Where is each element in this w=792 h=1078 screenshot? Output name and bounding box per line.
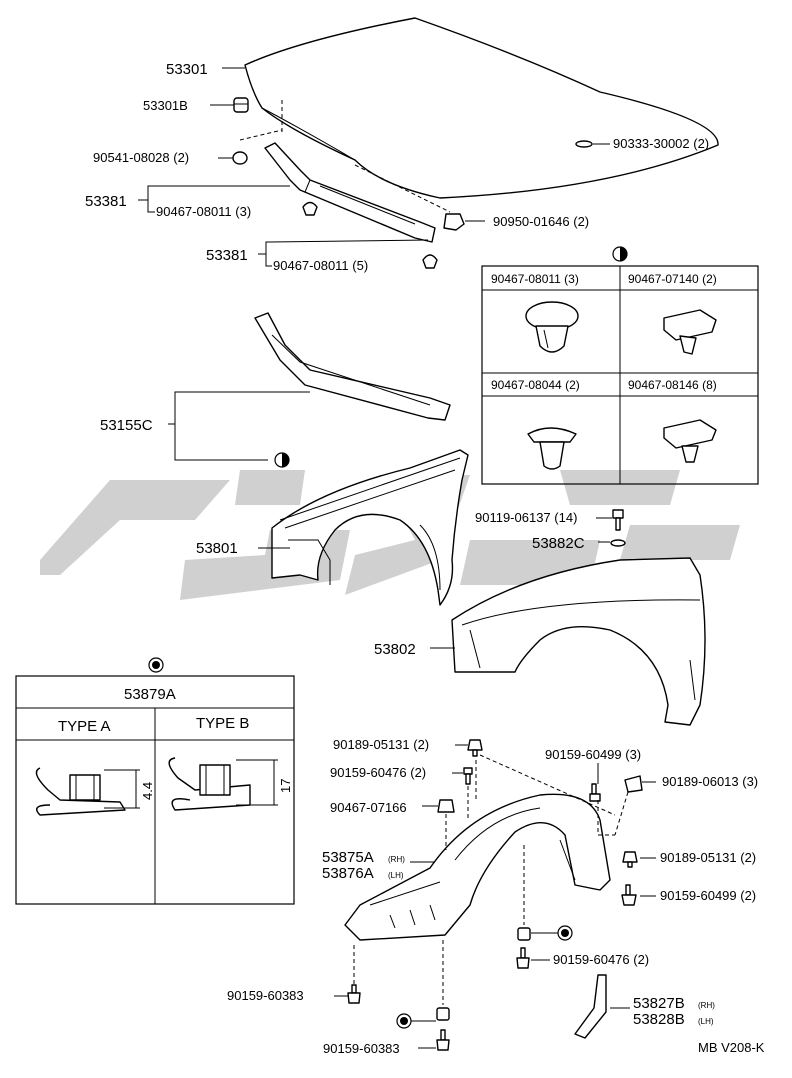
hood-cushion-part (233, 97, 249, 113)
round-marker-2 (396, 1013, 412, 1029)
clip-drawing-2 (663, 309, 717, 355)
label-clip-3: 90467-07166 (330, 800, 407, 815)
type-a-clip-drawing (35, 767, 140, 816)
label-screw-6: 90189-05131 (2) (660, 850, 756, 865)
diagram-code: MB V208-K (698, 1040, 765, 1055)
screw-9-part (347, 984, 361, 1004)
label-mudguard-lh: 53828B (633, 1011, 685, 1028)
label-screw-top: 90189-05131 (2) (333, 737, 429, 752)
screw-8-cap-part (517, 927, 531, 941)
seal-clip-2-part (422, 254, 438, 269)
label-liner-lh: 53876A (322, 865, 374, 882)
label-fender-rh: 53802 (374, 641, 416, 658)
half-circle-marker (274, 452, 290, 468)
label-mudguard-lh-side: (LH) (698, 1017, 714, 1026)
cowl-seal-part (254, 312, 451, 421)
clip-drawing-4 (663, 419, 717, 463)
clip-table-cell-1: 90467-08011 (3) (491, 272, 579, 286)
clip-3-part (437, 799, 455, 813)
type-a-header: TYPE A (58, 718, 111, 735)
type-b-header: TYPE B (196, 715, 249, 732)
label-hood-seal-2-clip: 90467-08011 (5) (273, 258, 368, 273)
type-table (15, 675, 295, 905)
hood-clip-part (443, 213, 465, 231)
seal-clip-part (302, 201, 318, 216)
screw-8-part (516, 947, 530, 969)
screw-10-cap-part (436, 1007, 450, 1021)
clip-table-cell-2: 90467-07140 (2) (628, 272, 717, 286)
label-liner-rh-side: (RH) (388, 855, 405, 864)
label-screw-10: 90159-60383 (323, 1041, 400, 1056)
label-screw-9: 90159-60383 (227, 988, 304, 1003)
clip-table-cell-3: 90467-08044 (2) (491, 378, 580, 392)
round-marker-1 (557, 925, 573, 941)
label-mudguard-rh: 53827B (633, 995, 685, 1012)
label-screw-7: 90159-60499 (2) (660, 888, 756, 903)
label-hood-seal-1-clip: 90467-08011 (3) (156, 204, 251, 219)
label-hood-cushion: 53301B (143, 98, 188, 113)
type-b-clip-drawing (168, 757, 278, 811)
label-liner-rh: 53875A (322, 849, 374, 866)
fender-washer-part (610, 539, 626, 547)
fender-rh-part (451, 557, 706, 726)
clip-table-cell-4: 90467-08146 (8) (628, 378, 717, 392)
hood-plug-part (575, 140, 593, 148)
label-fender-washer: 53882C (532, 535, 585, 552)
label-fender-lh: 53801 (196, 540, 238, 557)
label-screw-5: 90189-06013 (3) (662, 774, 758, 789)
hood-seal-strip-part (264, 142, 436, 243)
type-a-dimension: 4.4 (140, 782, 155, 800)
label-hood-seal-1: 53381 (85, 193, 127, 210)
hood-part (244, 17, 719, 199)
clip-table-marker (612, 246, 628, 262)
cushion-bolt-part (232, 151, 248, 165)
fender-lh-part (271, 449, 469, 606)
clip-drawing-3 (527, 427, 577, 470)
label-screw-4: 90159-60499 (3) (545, 747, 641, 762)
label-screw-2: 90159-60476 (2) (330, 765, 426, 780)
type-table-title: 53879A (124, 686, 176, 703)
label-liner-lh-side: (LH) (388, 871, 404, 880)
screw-7-part (621, 884, 637, 906)
type-table-marker (148, 657, 164, 673)
label-fender-bolt: 90119-06137 (14) (475, 510, 577, 525)
clip-table (481, 265, 759, 485)
label-screw-8: 90159-60476 (2) (553, 952, 649, 967)
screw-5-part (624, 775, 643, 793)
fender-bolt-part (612, 509, 624, 531)
label-hood-clip: 90950-01646 (2) (493, 214, 589, 229)
label-hood: 53301 (166, 61, 208, 78)
screw-6-part (622, 851, 638, 868)
screw-4-part (589, 783, 601, 802)
label-mudguard-rh-side: (RH) (698, 1001, 715, 1010)
clip-drawing-1 (525, 301, 579, 353)
fender-liner-part (344, 793, 611, 941)
label-cushion-bolt: 90541-08028 (2) (93, 150, 189, 165)
screw-2-part (463, 767, 473, 785)
label-hood-plug: 90333-30002 (2) (613, 136, 709, 151)
screw-10-part (436, 1029, 450, 1051)
label-cowl-seal: 53155C (100, 417, 153, 434)
mudguard-part (574, 974, 607, 1039)
screw-top-part (467, 739, 483, 757)
label-hood-seal-2: 53381 (206, 247, 248, 264)
type-b-dimension: 17 (278, 779, 293, 793)
